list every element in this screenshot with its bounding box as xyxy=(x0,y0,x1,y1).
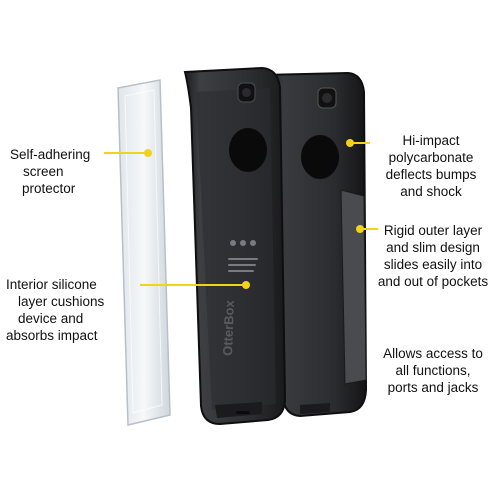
embossed-markings xyxy=(228,240,258,272)
callout-outer-layer: Rigid outer layer and slim design slides… xyxy=(377,223,489,289)
callout-markers xyxy=(104,139,378,289)
silicone-layer: OtterBox xyxy=(183,66,287,426)
outer-shell xyxy=(260,71,368,418)
callout-access: Allows access to all functions, ports an… xyxy=(383,346,483,395)
callout-screen-protector: Self-adhering screen protector xyxy=(10,147,91,196)
screen-protector xyxy=(117,79,171,426)
callout-polycarbonate: Hi-impact polycarbonate deflects bumps a… xyxy=(385,133,477,199)
brand-mark: OtterBox xyxy=(220,299,237,356)
callout-silicone-layer: Interior silicone layer cushions device … xyxy=(6,277,105,343)
